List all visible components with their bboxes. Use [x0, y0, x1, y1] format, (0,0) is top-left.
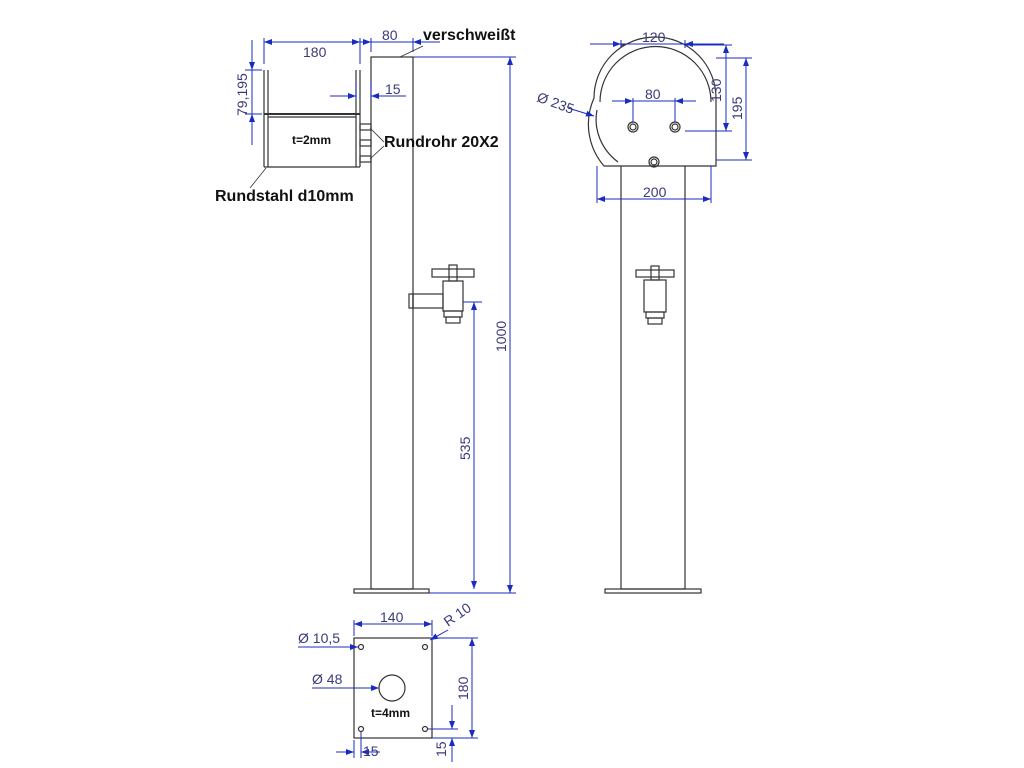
dim-depth-195: 195 — [729, 96, 745, 120]
dim-holder-height: 79,195 — [234, 73, 250, 116]
holder-front — [263, 70, 361, 168]
side-view — [587, 36, 717, 594]
tube-stubs — [359, 123, 372, 163]
label-round-steel: Rundstahl d10mm — [215, 188, 354, 205]
dim-holder-span: 200 — [643, 184, 667, 200]
label-welded: verschweißt — [423, 27, 516, 44]
dim-holder-diameter: Ø 235 — [535, 89, 577, 117]
dim-hole-spacing: 80 — [645, 86, 661, 102]
dim-edge-x: 15 — [363, 743, 379, 759]
base-plate-front — [353, 588, 430, 594]
dim-holder-width: 180 — [303, 44, 327, 60]
front-view — [263, 56, 475, 594]
side-dimensions: 120 Ø 235 80 130 195 200 — [535, 29, 752, 203]
plate-hole-tl — [357, 643, 365, 651]
dim-center-hole: Ø 48 — [312, 671, 343, 687]
plate-hole-tr — [421, 643, 429, 651]
base-plate-side — [604, 588, 702, 594]
dim-hole-diameter: Ø 10,5 — [298, 630, 340, 646]
dim-side-width: 120 — [642, 29, 666, 45]
dim-offset: 15 — [385, 81, 401, 97]
plate-hole-br — [421, 725, 429, 733]
dim-depth-130: 130 — [708, 78, 724, 102]
label-sheet-thickness: t=2mm — [292, 133, 331, 147]
label-plate-thickness: t=4mm — [371, 706, 410, 720]
tap-front — [408, 264, 475, 324]
dim-post-width: 80 — [382, 27, 398, 43]
base-plate-view: t=4mm — [353, 637, 433, 739]
dim-corner-radius: R 10 — [441, 599, 475, 629]
front-dimensions: 180 80 79,195 15 1000 535 — [234, 27, 516, 594]
dim-edge-y: 15 — [433, 741, 449, 757]
dim-plate-height: 180 — [455, 676, 471, 700]
dim-total-height: 1000 — [493, 321, 509, 352]
front-labels: verschweißt Rundrohr 20X2 t=2mm Rundstah… — [215, 27, 516, 205]
dim-plate-width: 140 — [380, 609, 404, 625]
plate-hole-bl — [357, 725, 365, 733]
plate-center-hole — [378, 674, 406, 702]
dim-tap-height: 535 — [457, 436, 473, 460]
tap-side — [635, 265, 675, 325]
label-round-tube: Rundrohr 20X2 — [384, 134, 499, 151]
